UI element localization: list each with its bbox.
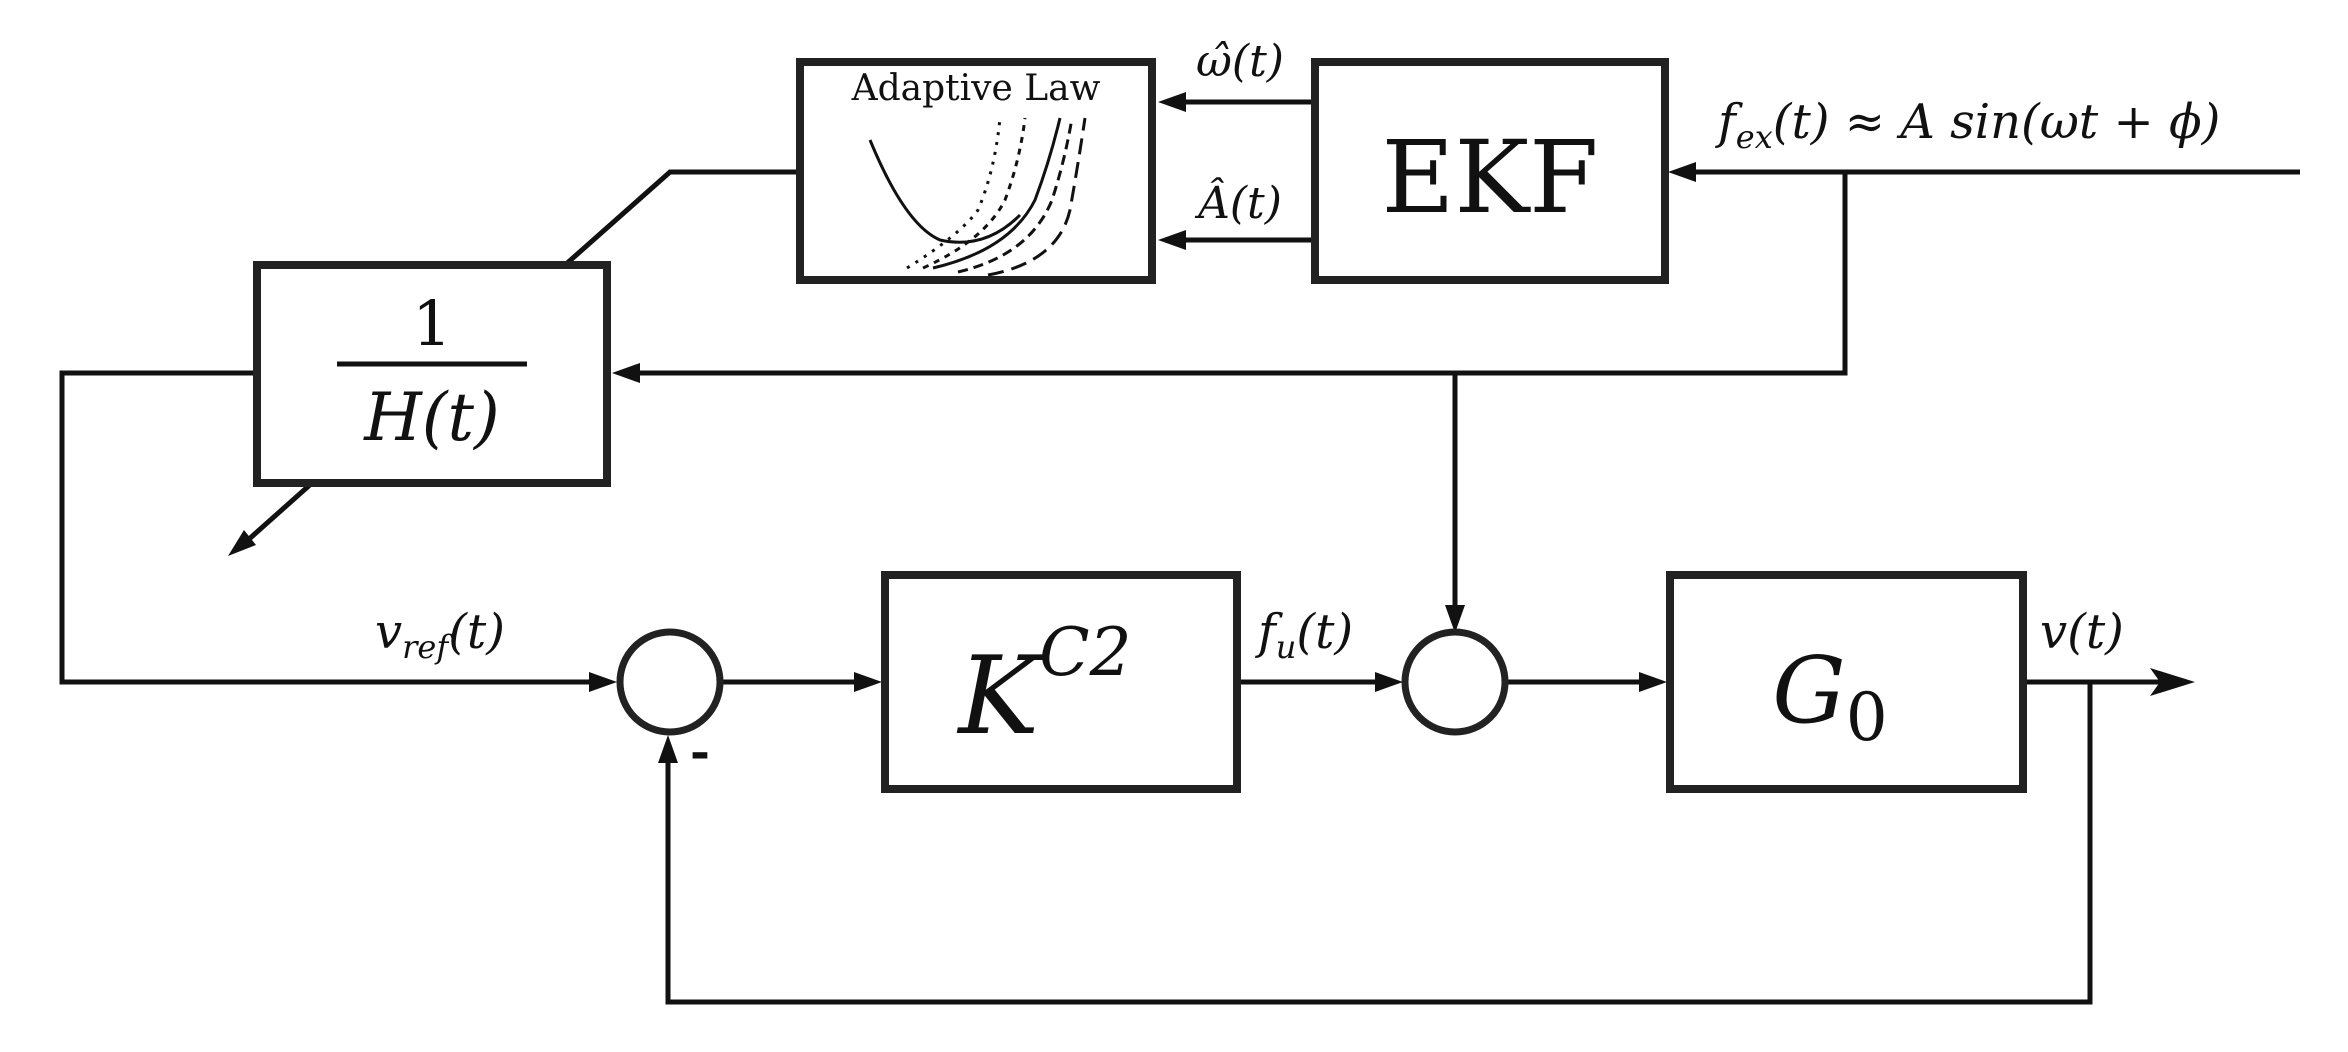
inv-h-denominator: H(t) (363, 379, 500, 456)
adaptive-law-title: Adaptive Law (851, 68, 1101, 109)
arrowhead-feedback (658, 735, 678, 763)
arrowhead-into-controller (854, 672, 882, 692)
inv-h-block (253, 261, 611, 487)
arrowhead-omega-hat (1158, 92, 1186, 112)
wire-vref (59, 370, 595, 685)
wire-adaptive-tuning (563, 169, 798, 267)
ekf-block (1311, 58, 1669, 284)
arrowhead-into-plant (1639, 672, 1667, 692)
plant-block (1666, 571, 2027, 793)
summing-junction-1 (616, 628, 724, 736)
controller-block (881, 571, 1241, 793)
v-output-label: v(t) (2040, 604, 2124, 660)
arrowhead-into-sum2-top (1445, 605, 1465, 633)
arrowhead-into-ekf (1668, 162, 1696, 182)
omega-hat-label: ω̂(t) (1196, 36, 1284, 87)
arrowhead-a-hat (1158, 230, 1186, 250)
controller-label: KC2 (956, 614, 1131, 759)
arrowhead-v-output (2150, 668, 2195, 696)
inv-h-numerator: 1 (412, 287, 451, 360)
wire-fex-branch (625, 172, 1848, 376)
adaptive-law-curves-icon (868, 117, 1087, 277)
minus-sign: - (690, 724, 710, 780)
plant-label: G0 (1772, 637, 1888, 756)
wire-adaptive-tuning-lower (246, 481, 314, 542)
arrowhead-tuning (228, 530, 256, 556)
arrowhead-into-sum2 (1375, 672, 1403, 692)
summing-junction-2 (1401, 628, 1509, 736)
fex-label: fex(t) ≈ A sin(ωt + ϕ) (1715, 94, 2220, 156)
adaptive-law-block (796, 58, 1156, 284)
wire-feedback (665, 682, 2093, 1005)
arrowhead-into-inv-h (612, 363, 640, 383)
arrowhead-into-sum1 (589, 672, 617, 692)
fu-label: fu(t) (1255, 604, 1353, 666)
ekf-label: EKF (1381, 119, 1598, 236)
a-hat-label: Â(t) (1194, 176, 1282, 229)
vref-label: vref(t) (375, 604, 505, 666)
